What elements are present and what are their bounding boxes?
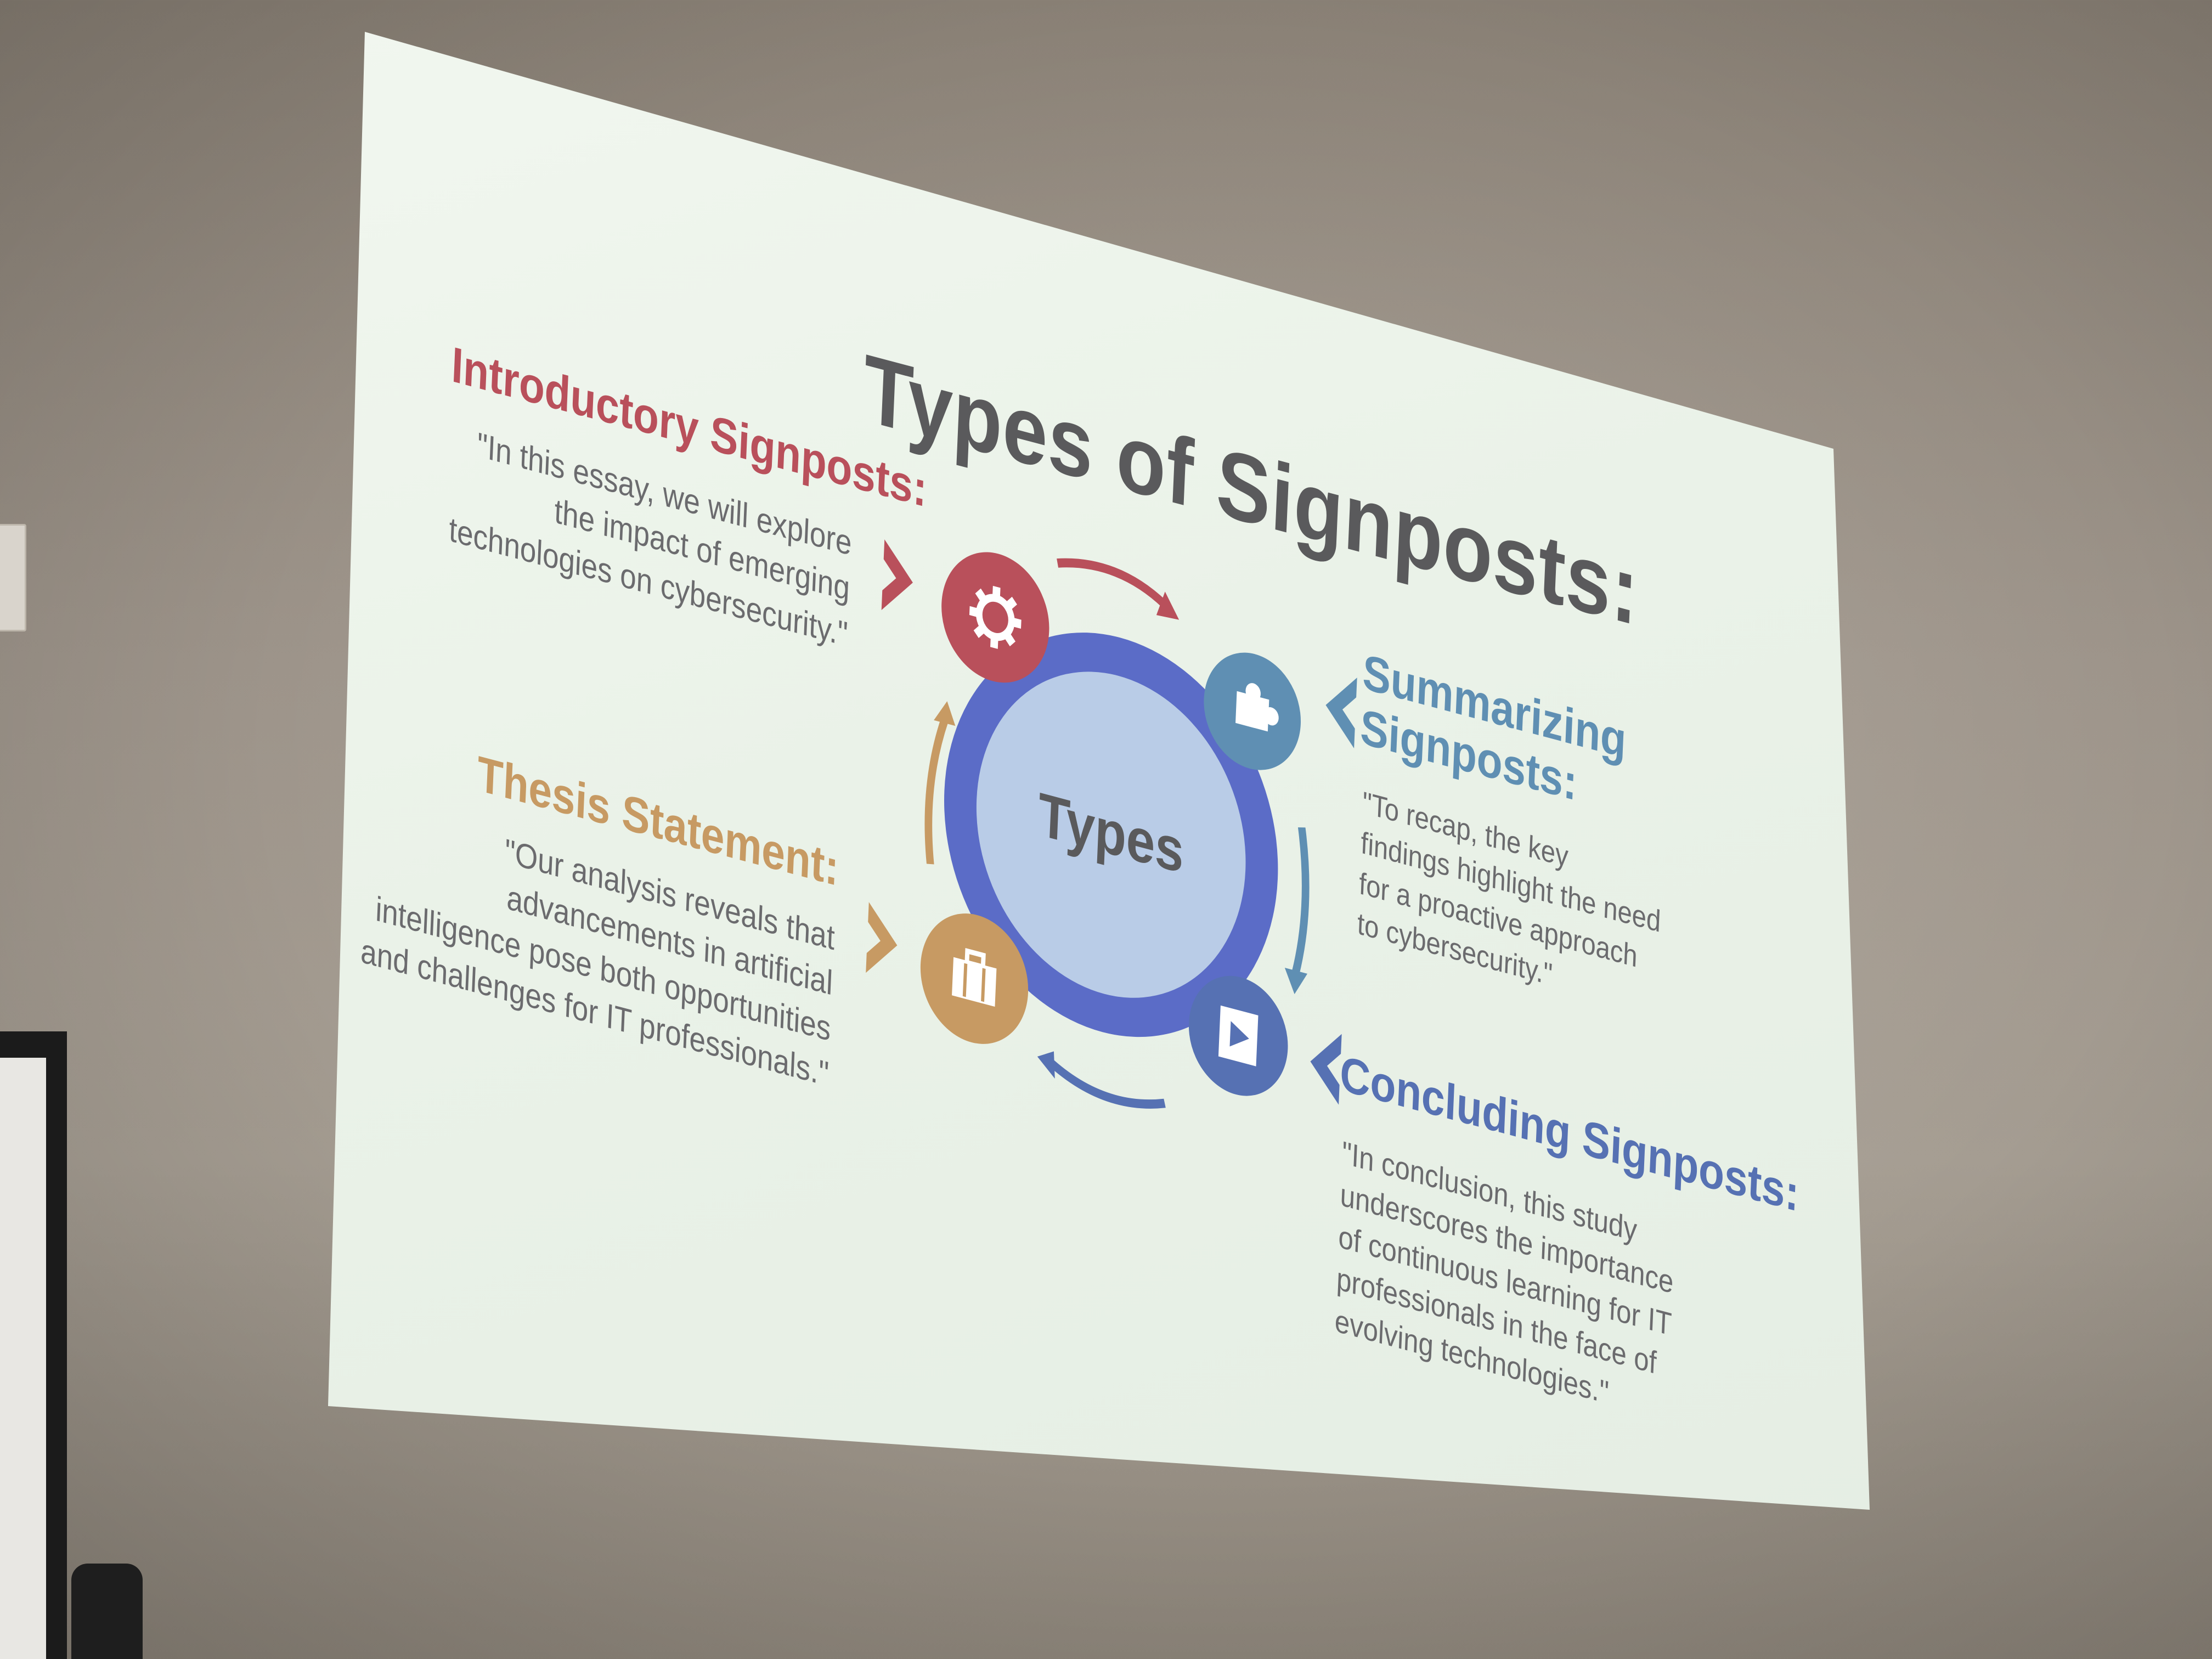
foreground-monitor (0, 1031, 67, 1659)
gear-icon (941, 552, 1049, 683)
slide-content: Types of Signposts: Introductory Signpos… (328, 44, 1814, 1447)
arrow-bottom-head (1037, 1051, 1055, 1079)
arrow-bottom (1050, 1060, 1166, 1109)
chevron-right-icon (862, 892, 898, 979)
monitor-stand (71, 1564, 143, 1659)
chevron-left-icon (1310, 1028, 1357, 1115)
arrow-top-head (1156, 591, 1180, 620)
puzzle-icon (1204, 652, 1301, 770)
inner-circle (976, 672, 1246, 998)
wall-light-switch (0, 524, 26, 631)
monitor-screen (0, 1058, 46, 1659)
arrow-left-head (934, 701, 956, 726)
play-video-icon (1188, 975, 1288, 1096)
briefcase-icon (920, 913, 1029, 1044)
chevron-right-icon (866, 529, 913, 617)
chevron-left-icon (1325, 672, 1360, 758)
cycle-diagram: Types (862, 529, 1360, 1115)
arrow-right-head (1284, 968, 1308, 995)
arrow-left (924, 717, 949, 865)
arrow-top (1057, 558, 1167, 608)
arrow-right (1291, 827, 1310, 976)
